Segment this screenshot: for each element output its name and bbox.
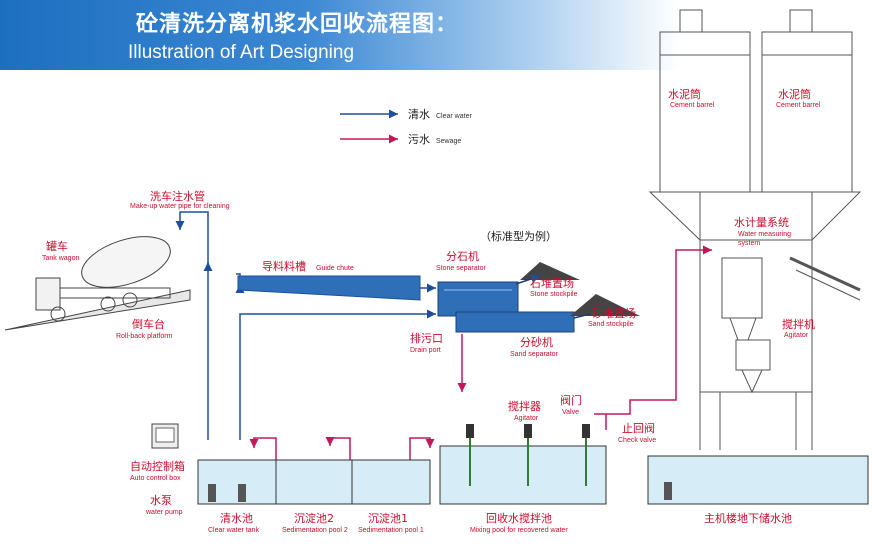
tank-wagon — [4, 236, 191, 331]
water-measuring-en2: system — [738, 240, 760, 247]
sedimentation-pool-1-en: Sedimentation pool 1 — [358, 527, 424, 534]
cement-silo-right-en: Cement barrel — [776, 102, 821, 109]
pipe-label-zh: 洗车注水管 — [150, 189, 205, 203]
water-measuring-zh: 水计量系统 — [734, 216, 789, 229]
mixer-en: Agitator — [784, 332, 809, 339]
legend-clear-zh: 清水 — [408, 108, 430, 121]
pools — [197, 424, 869, 505]
check-valve-zh: 止回阀 — [622, 421, 655, 435]
clear-water-lines — [175, 211, 436, 440]
cement-silo-right — [761, 31, 853, 193]
underground-storage-pool — [647, 455, 869, 505]
control-box-zh: 自动控制箱 — [130, 459, 185, 473]
rollback-platform-en: Roll-back platform — [116, 333, 173, 340]
mixing-pool — [439, 445, 607, 505]
cement-silo-left-zh: 水泥筒 — [668, 87, 701, 101]
sewage-lines — [249, 245, 712, 470]
valve-en: Valve — [562, 409, 579, 416]
agitator-zh: 搅拌器 — [508, 399, 541, 413]
guide-chute — [237, 275, 421, 301]
legend-clear-en: Clear water — [436, 113, 472, 120]
sedimentation-pool-1 — [351, 459, 431, 505]
standard-model-note: （标准型为例） — [480, 229, 557, 243]
sand-separator-en: Sand separator — [510, 351, 559, 358]
valve-zh: 阀门 — [560, 393, 582, 407]
sand-stockpile-zh: 砂堆置场 — [592, 306, 636, 320]
sedimentation-pool-2 — [275, 459, 353, 505]
check-valve-en: Check valve — [618, 437, 656, 444]
water-pump-zh: 水泵 — [150, 494, 172, 507]
cement-silo-left-en: Cement barrel — [670, 102, 715, 109]
water-measuring-system-box — [721, 257, 763, 319]
pipe-label-en: Make-up water pipe for cleaning — [130, 203, 230, 210]
mixer-zh: 搅拌机 — [782, 317, 815, 331]
drain-port-zh: 排污口 — [410, 331, 443, 345]
stone-separator-zh: 分石机 — [446, 249, 479, 263]
legend-sewage-zh: 污水 — [408, 133, 430, 146]
mixing-pool-en: Mixing pool for recovered water — [470, 527, 568, 534]
rollback-platform-zh: 倒车台 — [132, 317, 165, 331]
sand-stockpile-en: Sand stockpile — [588, 321, 634, 328]
sand-separator-zh: 分砂机 — [520, 335, 553, 349]
title-zh: 砼清洗分离机浆水回收流程图： — [136, 12, 459, 37]
sedimentation-pool-1-zh: 沉淀池1 — [368, 511, 408, 525]
guide-chute-zh: 导料料槽 — [262, 259, 306, 273]
stone-stockpile-zh: 石堆置场 — [530, 276, 574, 290]
guide-chute-en: Guide chute — [316, 265, 354, 272]
mixing-pool-zh: 回收水搅拌池 — [486, 511, 552, 525]
tank-wagon-en: Tank wagon — [42, 255, 79, 262]
agitator-en: Agitator — [514, 415, 539, 422]
cement-silo-right-zh: 水泥筒 — [778, 87, 811, 101]
stone-stockpile-en: Stone stockpile — [530, 291, 578, 298]
sedimentation-pool-2-zh: 沉淀池2 — [294, 511, 334, 525]
clear-water-tank-en: Clear water tank — [208, 527, 259, 534]
water-pump-en: water pump — [145, 509, 183, 516]
water-measuring-en1: Water measuring — [738, 231, 791, 238]
drain-port-en: Drain port — [410, 347, 441, 354]
sedimentation-pool-2-en: Sedimentation pool 2 — [282, 527, 348, 534]
main-plant — [648, 9, 862, 450]
sand-stockpile — [570, 294, 640, 316]
title-banner: 砼清洗分离机浆水回收流程图： Illustration of Art Desig… — [0, 0, 872, 70]
separator-machine — [437, 262, 640, 333]
clear-water-tank-zh: 清水池 — [220, 512, 253, 525]
cement-silo-left — [659, 31, 751, 193]
title-en: Illustration of Art Designing — [128, 42, 355, 63]
control-box-en: Auto control box — [130, 475, 181, 482]
stone-separator-en: Stone separator — [436, 265, 486, 272]
storage-pool-zh: 主机楼地下储水池 — [704, 511, 792, 525]
legend-sewage-en: Sewage — [436, 138, 461, 145]
legend: 清水 Clear water 污水 Sewage — [340, 108, 472, 146]
tank-wagon-zh: 罐车 — [46, 239, 68, 253]
